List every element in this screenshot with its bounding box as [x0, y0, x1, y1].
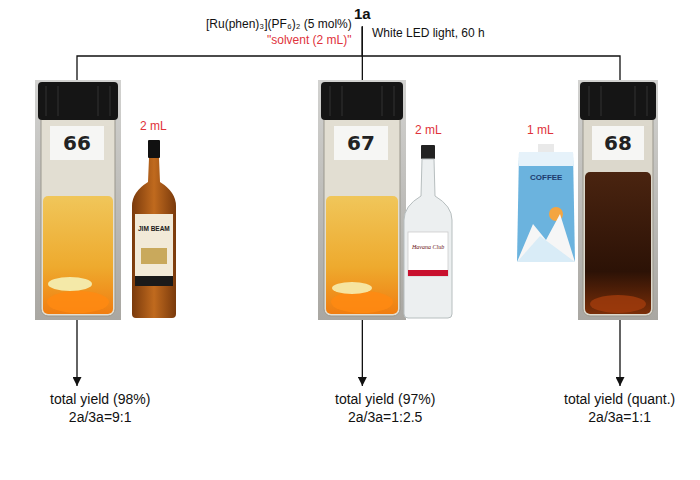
label-slot: 66: [63, 132, 91, 155]
coffee-pouch-part: [538, 144, 554, 153]
result-box: total yield (quant.)2a/3a=1:1: [560, 388, 679, 428]
vial-photo-part: [647, 86, 648, 116]
coffee-pouch-part: [517, 214, 575, 262]
volume-label: 2 mL: [415, 124, 442, 138]
vial-photo-part: [583, 112, 653, 316]
rum-bottle-part: [421, 145, 435, 159]
label-slot: 1 mL: [527, 124, 554, 138]
vial-photo-part: [98, 86, 99, 116]
label-slot: 2 mL: [140, 120, 167, 134]
label-slot: JIM BEAM: [138, 225, 170, 232]
brand-label: Havana Club: [412, 244, 444, 251]
vial-photo-part: [580, 82, 656, 120]
label-slot: "solvent (2 mL)": [267, 34, 352, 48]
vial-photo-part: [382, 86, 383, 116]
rum-bottle: [404, 145, 452, 318]
reagent-label: [Ru(phen)₃](PF₆)₂ (5 mol%): [206, 18, 352, 32]
coffee-pouch-part: [517, 152, 575, 262]
label-slot: White LED light, 60 h: [372, 27, 485, 41]
vial-photo: [35, 80, 121, 320]
volume-label: 1 mL: [527, 124, 554, 138]
vial-photo-part: [48, 277, 92, 291]
brand-label: COFFEE: [530, 173, 562, 182]
vial-photo-part: [110, 86, 111, 116]
bourbon-bottle-part: [141, 248, 167, 264]
node-detail: 2a/3a=1:2.5: [335, 408, 435, 426]
node-heading: total yield (quant.): [564, 390, 675, 408]
result-box: total yield (97%)2a/3a=1:2.5: [331, 388, 439, 428]
vial-photo: [318, 80, 406, 320]
vial-photo-part: [635, 86, 636, 116]
bourbon-bottle-part: [135, 214, 173, 276]
vial-photo-part: [601, 86, 602, 116]
vial-photo-part: [326, 196, 398, 314]
bourbon-bottle: [132, 140, 176, 318]
node-detail: 2a/3a=1:1: [564, 408, 675, 426]
brand-label: JIM BEAM: [138, 225, 170, 232]
node-heading: total yield (97%): [335, 390, 435, 408]
vial-photo-part: [394, 86, 395, 116]
label-slot: Havana Club: [412, 244, 444, 251]
vial-photo-part: [330, 86, 331, 116]
label-slot: 2 mL: [415, 124, 442, 138]
vial-photo-part: [334, 126, 388, 160]
bourbon-bottle-part: [148, 140, 160, 158]
vial-photo-part: [43, 196, 113, 314]
vial-photo-part: [585, 172, 651, 314]
vial-photo-part: [46, 86, 47, 116]
vial-photo-part: [589, 86, 590, 116]
rum-bottle-part: [404, 159, 452, 318]
vial-photo-part: [332, 282, 372, 294]
volume-label: 2 mL: [140, 120, 167, 134]
coffee-pouch: [517, 144, 575, 262]
label-slot: 68: [604, 132, 632, 155]
vial-photo-part: [58, 86, 59, 116]
vial-photo-part: [35, 80, 121, 320]
vial-photo-part: [47, 291, 109, 313]
label-slot: 67: [347, 132, 375, 155]
vial-number: 66: [63, 132, 91, 155]
vial-number: 68: [604, 132, 632, 155]
label-slot: COFFEE: [530, 173, 562, 182]
coffee-pouch-part: [517, 236, 575, 262]
rum-bottle-part: [408, 232, 448, 276]
node-heading: 1a: [354, 4, 371, 24]
vial-photo-part: [321, 82, 403, 120]
label-slot: [Ru(phen)₃](PF₆)₂ (5 mol%): [206, 18, 352, 32]
vial-number: 67: [347, 132, 375, 155]
vial-photo-part: [50, 126, 104, 160]
coffee-pouch-part: [519, 152, 573, 166]
vial-photo-part: [324, 112, 400, 316]
solvent-label: "solvent (2 mL)": [267, 34, 352, 48]
node-detail: 2a/3a=9:1: [50, 408, 150, 426]
node-heading: total yield (98%): [50, 390, 150, 408]
vial-photo-part: [592, 126, 644, 160]
result-box: total yield (98%)2a/3a=9:1: [46, 388, 154, 428]
bourbon-bottle-part: [135, 276, 173, 286]
compound-label: 1a: [350, 2, 375, 26]
vial-photo: [578, 80, 658, 320]
vial-photo-part: [331, 291, 393, 313]
vial-photo-part: [578, 80, 658, 320]
condition-label: White LED light, 60 h: [372, 27, 485, 41]
vial-photo-part: [38, 82, 118, 120]
rum-bottle-part: [408, 270, 448, 276]
vial-photo-part: [318, 80, 406, 320]
vial-photo-part: [41, 112, 115, 316]
bourbon-bottle-part: [132, 158, 176, 318]
vial-photo-part: [590, 295, 646, 313]
vial-photo-part: [342, 86, 343, 116]
